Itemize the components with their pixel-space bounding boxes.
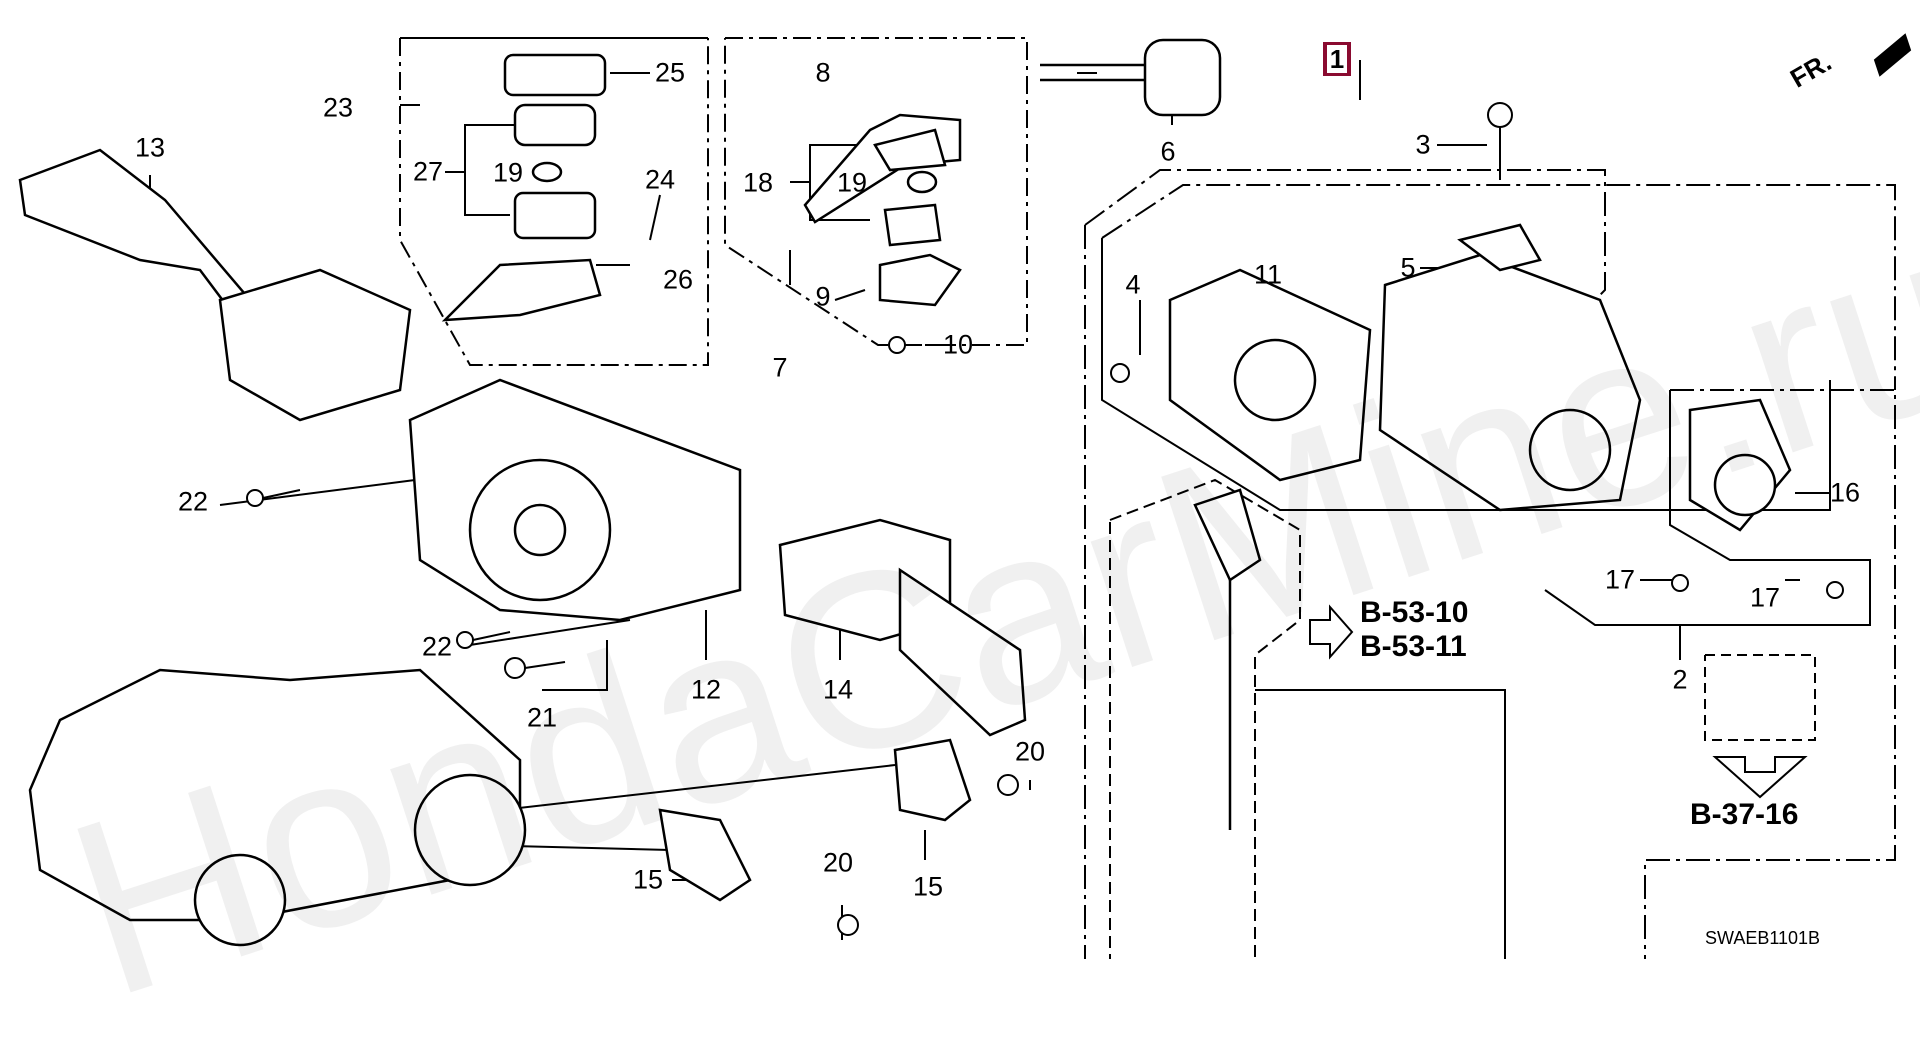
- screw-17a: [1671, 574, 1689, 592]
- part-25-remote-cover: [503, 53, 607, 97]
- part-18-case: [883, 203, 942, 247]
- main-assembly-number: 1: [1327, 45, 1347, 73]
- callout-7[interactable]: 7: [772, 352, 788, 383]
- callout-9[interactable]: 9: [815, 281, 831, 312]
- reference-b-37-16[interactable]: B-37-16: [1690, 798, 1799, 831]
- main-assembly-box-1: [1084, 169, 1896, 959]
- part-19-battery: [531, 161, 563, 183]
- callout-12[interactable]: 12: [690, 674, 722, 705]
- screw-10: [888, 336, 906, 354]
- part-15-door-switch-b: [658, 808, 752, 902]
- bolt-20a: [997, 774, 1019, 796]
- callout-20b[interactable]: 20: [822, 847, 854, 878]
- screw-22a: [246, 489, 264, 507]
- part-19-battery-b: [906, 170, 938, 194]
- callout-2[interactable]: 2: [1672, 664, 1688, 695]
- part-6-key-head: [1143, 38, 1222, 117]
- sensor-box: [1109, 478, 1301, 959]
- callout-19[interactable]: 19: [492, 157, 524, 188]
- bolt-4: [1110, 363, 1130, 383]
- reference-b-53-11[interactable]: B-53-11: [1360, 630, 1467, 663]
- part-8-key-head: [803, 113, 962, 224]
- group-box-23: [399, 37, 709, 366]
- fasteners: [246, 102, 1844, 936]
- figure-code: SWAEB1101B: [1705, 928, 1821, 948]
- reference-b-53-10[interactable]: B-53-10: [1360, 596, 1469, 629]
- part-9-case: [878, 253, 962, 307]
- reference-arrow-b37: [1712, 756, 1808, 799]
- callout-23[interactable]: 23: [322, 92, 354, 123]
- parts-diagram: [18, 33, 1912, 959]
- part-15-door-switch-a: [893, 738, 972, 822]
- callout-22a[interactable]: 22: [177, 486, 209, 517]
- callout-6[interactable]: 6: [1160, 136, 1176, 167]
- bolt-3: [1487, 102, 1513, 128]
- callout-16[interactable]: 16: [1829, 477, 1861, 508]
- part-5-bracket: [1457, 223, 1542, 272]
- callout-5[interactable]: 5: [1400, 252, 1416, 283]
- callout-19b[interactable]: 19: [836, 167, 868, 198]
- callout-17a[interactable]: 17: [1604, 564, 1636, 595]
- callout-24[interactable]: 24: [644, 164, 676, 195]
- part-27-pad-bottom: [513, 191, 597, 240]
- part-13-housing: [218, 268, 412, 422]
- part-13-wiper-switch: [18, 148, 252, 312]
- main-assembly-badge[interactable]: 1: [1323, 42, 1351, 76]
- callout-25[interactable]: 25: [654, 57, 686, 88]
- callout-14[interactable]: 14: [822, 674, 854, 705]
- callout-18[interactable]: 18: [742, 167, 774, 198]
- callout-21[interactable]: 21: [526, 702, 558, 733]
- part-26-key-blade: [441, 258, 602, 322]
- callout-15b[interactable]: 15: [912, 871, 944, 902]
- callout-10[interactable]: 10: [942, 329, 974, 360]
- key-box-a: [1255, 689, 1506, 959]
- callout-20a[interactable]: 20: [1014, 736, 1046, 767]
- callout-4[interactable]: 4: [1125, 269, 1141, 300]
- key-cylinder-box: [1704, 654, 1816, 741]
- callout-15a[interactable]: 15: [632, 864, 664, 895]
- bolt-20b: [837, 914, 859, 936]
- group-box-7: [724, 37, 1028, 346]
- callout-11[interactable]: 11: [1253, 259, 1283, 290]
- part-27-pad-top: [513, 103, 597, 147]
- reference-arrows: [1309, 33, 1912, 799]
- screw-22b: [456, 631, 474, 649]
- front-direction-arrow: [1873, 33, 1912, 77]
- bolt-21: [504, 657, 526, 679]
- part-sensor: [1193, 488, 1262, 582]
- part-shapes: [18, 38, 1792, 947]
- callout-26[interactable]: 26: [662, 264, 694, 295]
- callout-22b[interactable]: 22: [421, 631, 453, 662]
- callout-8[interactable]: 8: [815, 57, 831, 88]
- callout-3[interactable]: 3: [1415, 129, 1431, 160]
- callout-13[interactable]: 13: [134, 132, 166, 163]
- callout-17b[interactable]: 17: [1749, 582, 1781, 613]
- reference-arrow-b53: [1309, 604, 1354, 660]
- screw-17b: [1826, 581, 1844, 599]
- callout-27[interactable]: 27: [412, 156, 444, 187]
